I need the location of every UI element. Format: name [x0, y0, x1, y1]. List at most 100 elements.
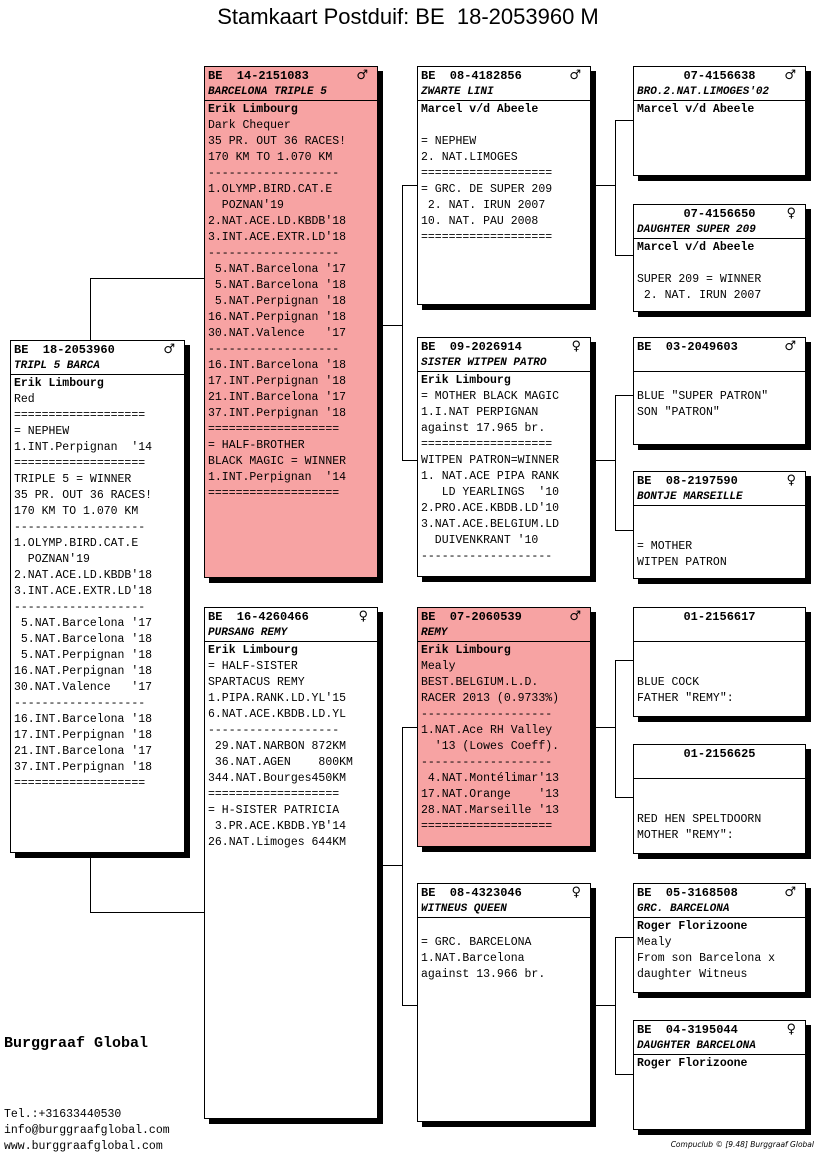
- pigeon-ring-number: BE 04-3195044♀: [634, 1021, 805, 1039]
- detail-line: ===================: [208, 423, 340, 436]
- pigeon-ring-number: BE 08-4182856♂: [418, 67, 590, 85]
- pigeon-name: TRIPL 5 BARCA: [11, 359, 184, 375]
- pigeon-name: WITNEUS QUEEN: [418, 902, 590, 918]
- pigeon-name: PURSANG REMY: [205, 626, 377, 642]
- detail-line: 21.INT.Barcelona '17: [208, 391, 347, 404]
- detail-line: 29.NAT.NARBON 872KM: [208, 740, 347, 753]
- detail-line: BLUE COCK: [637, 676, 700, 689]
- detail-line: 1.INT.Perpignan '14: [208, 471, 347, 484]
- detail-line: Mealy: [421, 660, 456, 673]
- detail-line: = GRC. BARCELONA: [421, 936, 532, 949]
- detail-line: Marcel v/d Abeele: [421, 103, 539, 116]
- pigeon-name: ZWARTE LINI: [418, 85, 590, 101]
- ring-number-text: BE 08-4182856: [421, 69, 522, 83]
- pigeon-ring-number: 07-4156638♂: [634, 67, 805, 85]
- detail-line: [421, 118, 587, 134]
- detail-line: ===================: [421, 231, 553, 244]
- detail-line: [637, 523, 802, 539]
- detail-line: BEST.BELGIUM.L.D.: [421, 676, 539, 689]
- pigeon-name: SISTER WITPEN PATRO: [418, 356, 590, 372]
- detail-line: 26.NAT.Limoges 644KM: [208, 836, 347, 849]
- pigeon-details: Marcel v/d Abeele: [634, 101, 805, 119]
- connector-line: [615, 395, 616, 530]
- connector-line: [590, 727, 615, 728]
- detail-line: 1.NAT.Barcelona: [421, 952, 525, 965]
- detail-line: 16.NAT.Perpignan '18: [14, 665, 153, 678]
- connector-line: [615, 255, 633, 256]
- detail-line: 30.NAT.Valence '17: [14, 681, 153, 694]
- connector-line: [615, 120, 616, 255]
- detail-line: 1. NAT.ACE PIPA RANK: [421, 470, 560, 483]
- detail-line: [637, 256, 802, 272]
- pigeon-ring-number: BE 16-4260466♀: [205, 608, 377, 626]
- pigeon-name: BARCELONA TRIPLE 5: [205, 85, 377, 101]
- detail-line: Red: [14, 393, 35, 406]
- detail-line: 21.INT.Barcelona '17: [14, 745, 153, 758]
- detail-line: = HALF-SISTER: [208, 660, 298, 673]
- pigeon-name: BONTJE MARSEILLE: [634, 490, 805, 506]
- male-symbol-icon: ♂: [784, 885, 796, 900]
- detail-line: [637, 780, 802, 796]
- detail-line: 17.INT.Perpignan '18: [14, 729, 153, 742]
- detail-line: SON "PATRON": [637, 406, 720, 419]
- pigeon-ring-number: BE 05-3168508♂: [634, 884, 805, 902]
- detail-line: 3.INT.ACE.EXTR.LD'18: [208, 231, 347, 244]
- connector-line: [90, 912, 204, 913]
- pigeon-card-fmf[interactable]: BE 03-2049603♂ BLUE "SUPER PATRON"SON "P…: [633, 337, 806, 445]
- connector-line: [90, 278, 204, 279]
- detail-line: 28.NAT.Marseille '13: [421, 804, 560, 817]
- detail-line: RED HEN SPELTDOORN: [637, 813, 762, 826]
- pigeon-card-mother-mother[interactable]: BE 08-4323046♀WITNEUS QUEEN = GRC. BARCE…: [417, 883, 591, 1122]
- detail-line: 37.INT.Perpignan '18: [208, 407, 347, 420]
- detail-line: = HALF-BROTHER: [208, 439, 305, 452]
- contact-phone[interactable]: Tel.:+31633440530: [4, 1108, 122, 1121]
- connector-line: [615, 660, 633, 661]
- connector-line: [402, 185, 403, 460]
- pigeon-card-father-father[interactable]: BE 08-4182856♂ZWARTE LINI Marcel v/d Abee…: [417, 66, 591, 305]
- connector-line: [90, 858, 91, 912]
- male-symbol-icon: ♂: [356, 68, 368, 83]
- detail-line: 1.NAT.Ace RH Valley: [421, 724, 553, 737]
- connector-line: [615, 937, 633, 938]
- detail-line: 170 KM TO 1.070 KM: [208, 151, 333, 164]
- connector-line: [402, 727, 417, 728]
- detail-line: 2.NAT.ACE.LD.KBDB'18: [14, 569, 153, 582]
- pigeon-details: = GRC. BARCELONA 1.NAT.Barcelona against 1…: [418, 918, 590, 984]
- detail-line: 16.INT.Barcelona '18: [208, 359, 347, 372]
- detail-line: ===================: [14, 777, 146, 790]
- detail-line: -------------------: [14, 697, 146, 710]
- detail-line: From son Barcelona x: [637, 952, 776, 965]
- detail-line: WITPEN PATRON=WINNER: [421, 454, 560, 467]
- connector-line: [615, 1074, 633, 1075]
- detail-line: ===================: [421, 820, 553, 833]
- contact-email[interactable]: info@burggraafglobal.com: [4, 1124, 170, 1137]
- detail-line: against 13.966 br.: [421, 968, 546, 981]
- detail-line: 170 KM TO 1.070 KM: [14, 505, 139, 518]
- ring-number-text: BE 18-2053960: [14, 343, 115, 357]
- ring-number-text: BE 16-4260466: [208, 610, 309, 624]
- ring-number-text: BE 03-2049603: [637, 340, 738, 354]
- pigeon-details: BLUE "SUPER PATRON"SON "PATRON": [634, 372, 805, 422]
- detail-line: Erik Limbourg: [208, 103, 298, 116]
- detail-line: TRIPLE 5 = WINNER: [14, 473, 132, 486]
- detail-line: 6.NAT.ACE.KBDB.LD.YL: [208, 708, 347, 721]
- contact-website[interactable]: www.burggraafglobal.com: [4, 1140, 163, 1153]
- detail-line: [637, 373, 802, 389]
- detail-line: -------------------: [14, 601, 146, 614]
- detail-line: -------------------: [208, 724, 340, 737]
- detail-line: -------------------: [208, 247, 340, 260]
